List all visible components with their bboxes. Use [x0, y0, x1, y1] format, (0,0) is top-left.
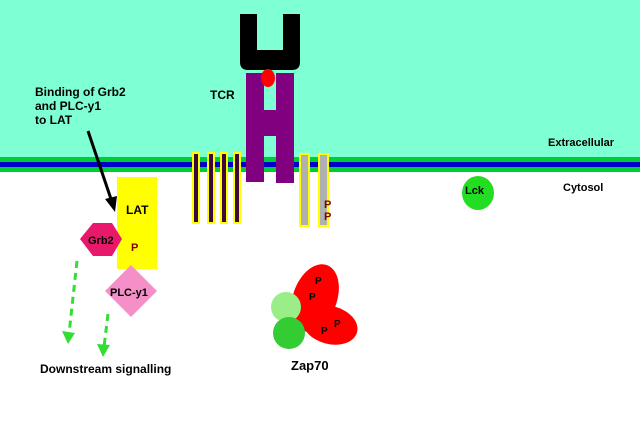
zap70-sh2-light — [271, 292, 301, 322]
downstream-arrow-line — [67, 260, 79, 335]
zeta-chain — [299, 153, 310, 227]
phospho-zap70-2: P — [309, 292, 316, 303]
zap70-label: Zap70 — [291, 358, 329, 373]
zap70-sh2-dark — [273, 317, 305, 349]
annotation-arrow-head — [105, 196, 117, 212]
zeta-chains — [299, 153, 329, 227]
annotation-line-3: to LAT — [35, 113, 73, 127]
cd3-chains — [192, 152, 241, 224]
plc-enzyme — [105, 265, 157, 317]
phospho-zeta-2: P — [324, 211, 331, 223]
downstream-arrow-line — [102, 313, 110, 348]
downstream-arrow-head — [62, 331, 75, 344]
cd3-chain — [192, 152, 200, 224]
tcr-body — [246, 73, 294, 182]
tcr-stalk — [276, 130, 294, 183]
phospho-zap70-1: P — [315, 276, 322, 287]
cd3-chain — [220, 152, 228, 224]
zap70-lobe-lower — [302, 305, 358, 345]
grb2-label: Grb2 — [88, 235, 114, 247]
downstream-label: Downstream signalling — [40, 362, 171, 376]
phospho-zap70-3: P — [334, 319, 341, 330]
lck-kinase — [462, 176, 494, 210]
extracellular-region — [0, 0, 640, 160]
downstream-arrow-head — [97, 344, 110, 357]
zap70-kinase — [271, 264, 358, 349]
tcr-head — [240, 14, 300, 70]
annotation-line-1: Binding of Grb2 — [35, 85, 126, 99]
zeta-chain — [318, 153, 329, 227]
tcr-receptor — [240, 14, 300, 183]
annotation-arrow-line — [86, 130, 114, 203]
cd3-chain — [207, 152, 215, 224]
tcr-binding-dot — [261, 69, 275, 87]
grb2-adaptor — [80, 223, 122, 256]
cytosol-label: Cytosol — [563, 182, 603, 194]
lat-label: LAT — [126, 203, 149, 217]
phospho-zeta-1: P — [324, 199, 331, 211]
lck-label: Lck — [465, 185, 485, 197]
plc-label: PLC-y1 — [110, 287, 148, 299]
phospho-zap70-4: P — [321, 326, 328, 337]
tcr-label: TCR — [210, 88, 235, 102]
downstream-arrows — [62, 260, 110, 357]
phospho-lat: P — [131, 242, 138, 254]
lat-protein — [117, 177, 157, 269]
cd3-chain — [233, 152, 241, 224]
annotation-arrow — [86, 130, 117, 212]
annotation-line-2: and PLC-y1 — [35, 99, 101, 113]
extracellular-label: Extracellular — [548, 137, 615, 149]
